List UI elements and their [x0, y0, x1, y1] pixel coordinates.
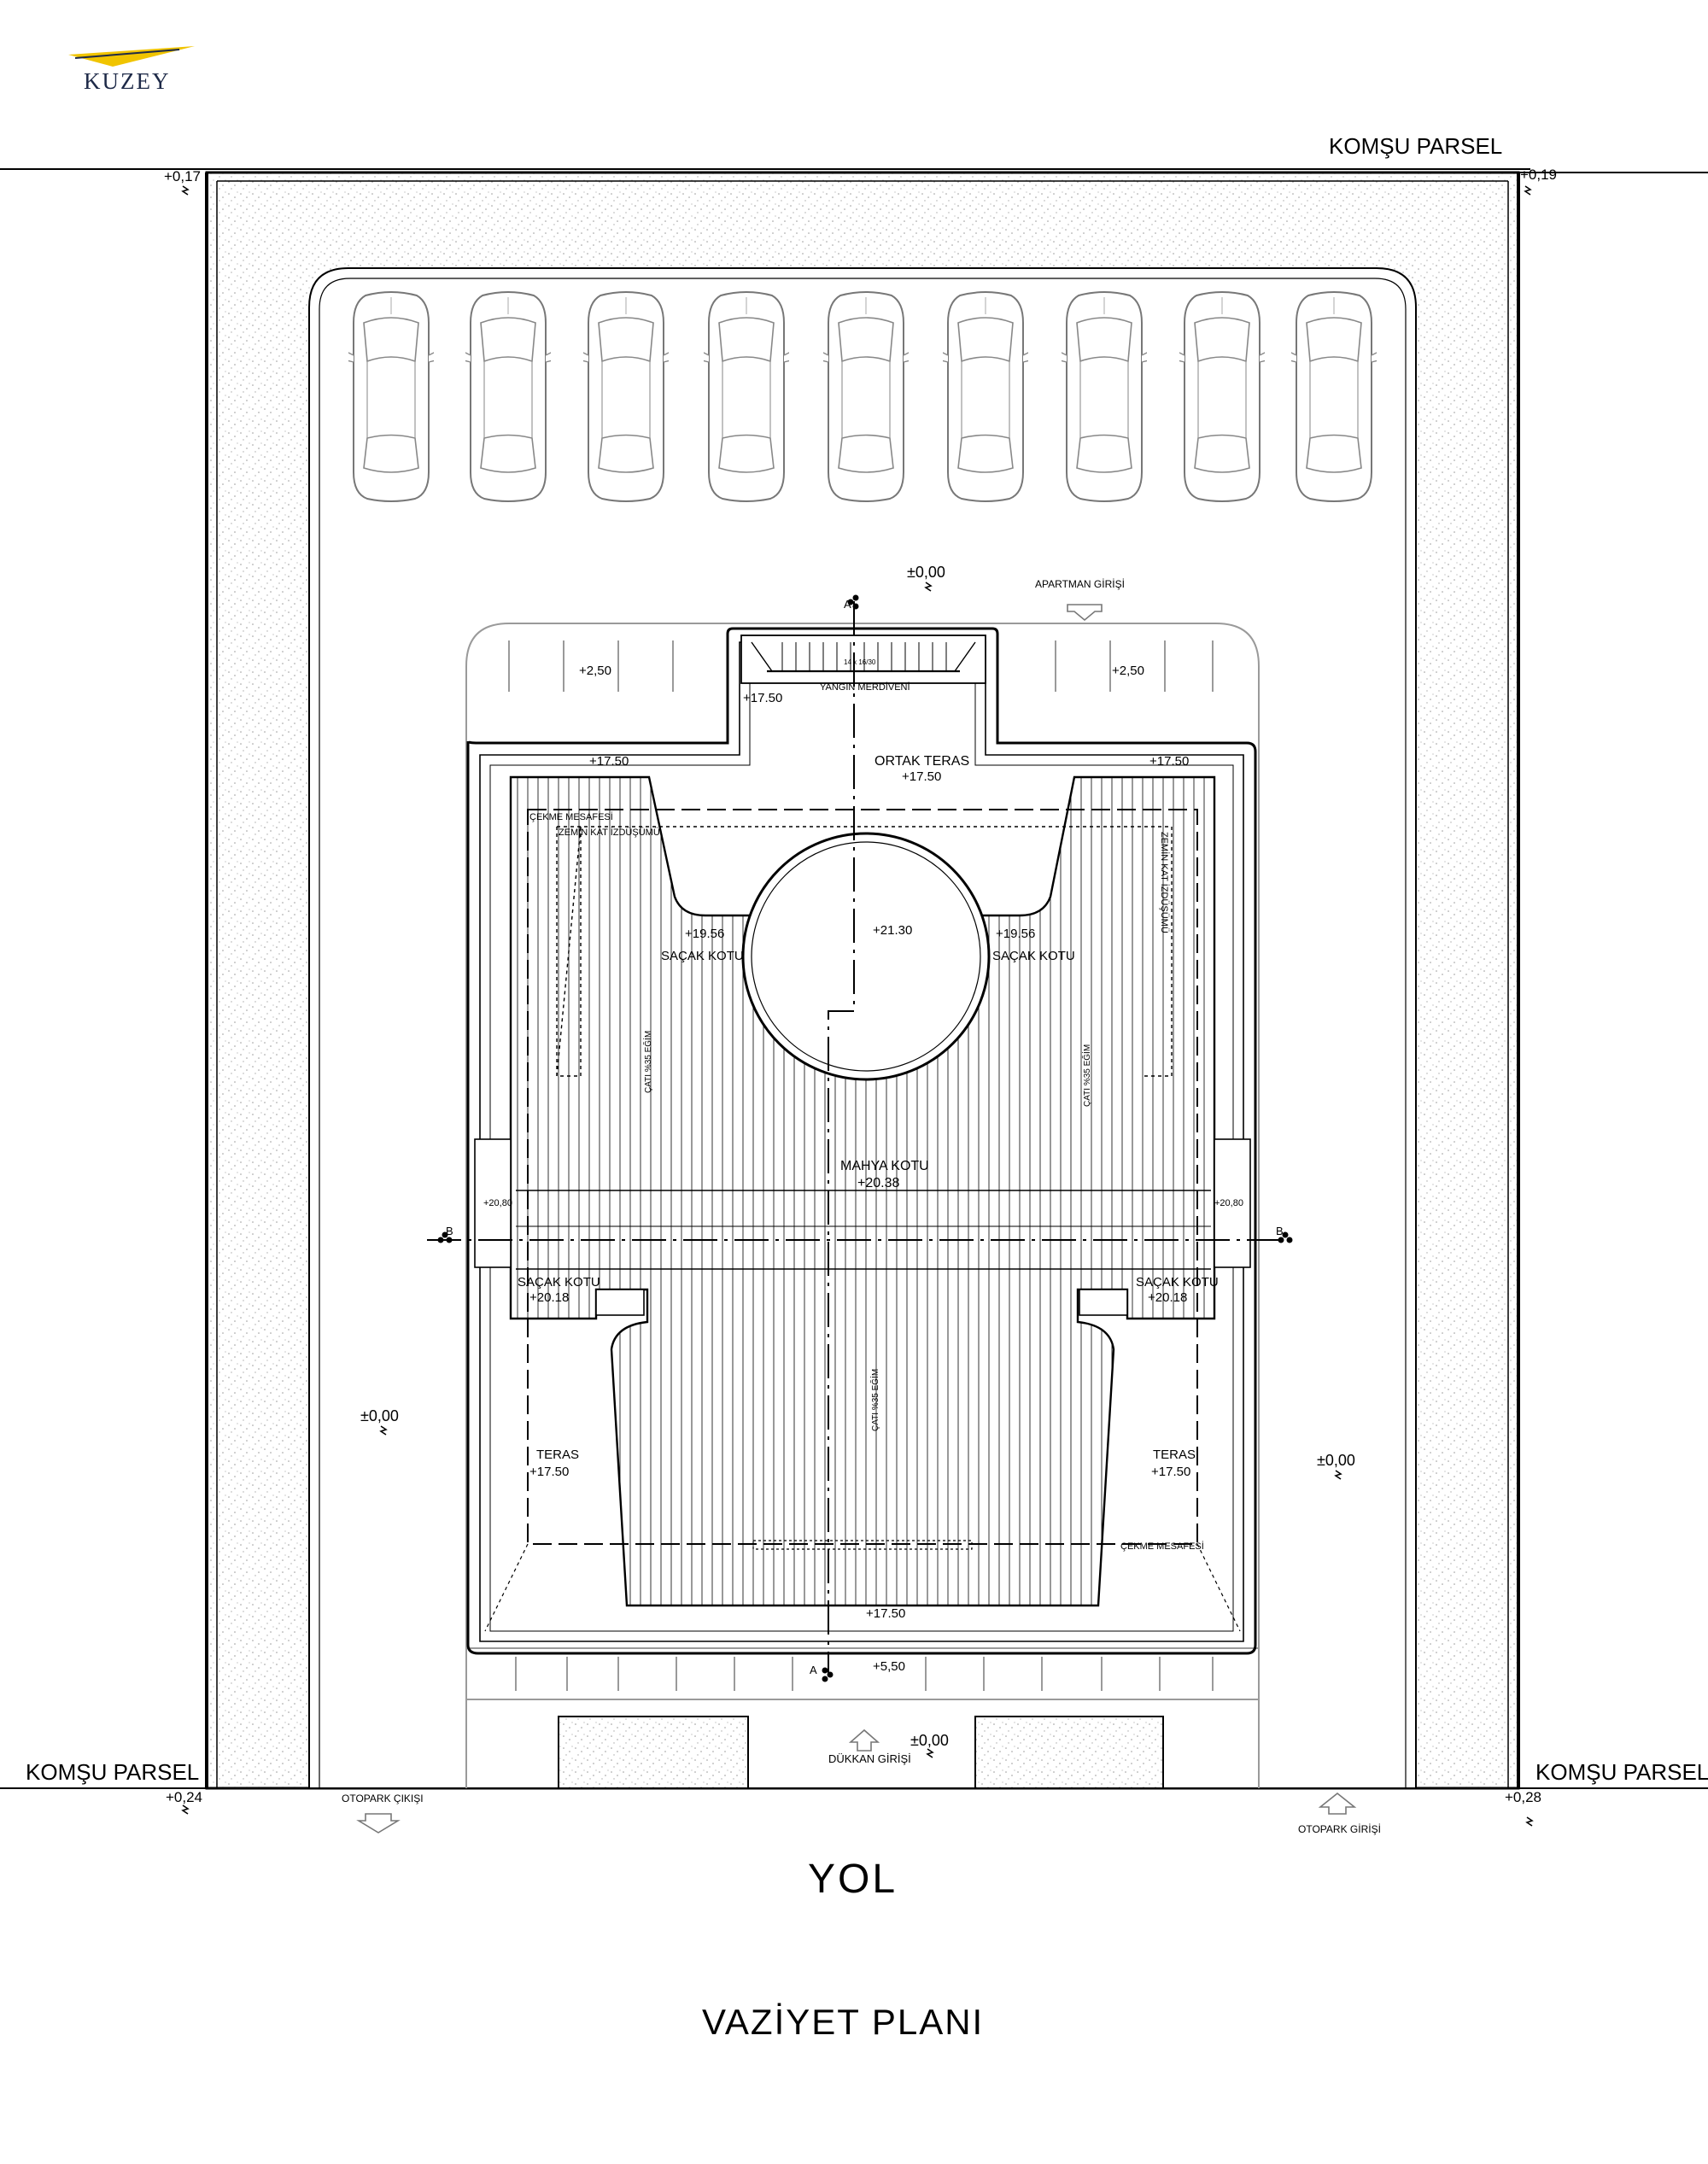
corner-level-nw: +0,17 — [164, 168, 201, 184]
common-terrace-label: ORTAK TERAS — [874, 754, 969, 769]
setback-label-south: ÇEKME MESAFESİ — [1120, 1541, 1204, 1552]
planter-left — [558, 1716, 749, 1789]
level-side-left: +20,80 — [483, 1198, 512, 1208]
car-icon — [1179, 291, 1265, 502]
ridge-label: MAHYA KOTU — [840, 1159, 929, 1173]
brand-logo: KUZEY — [68, 46, 195, 94]
eave-level-right-upper: +19.56 — [996, 927, 1035, 941]
terrace-label-left: TERAS — [536, 1448, 579, 1462]
planter-right — [974, 1716, 1164, 1789]
level-yard-east: ±0,00 — [1317, 1452, 1355, 1469]
eave-level-left-lower: +20.18 — [529, 1290, 569, 1305]
parking-cars — [348, 291, 1377, 502]
level-ramp-right: +2,50 — [1112, 664, 1144, 678]
level-stair-top: +17.50 — [743, 691, 782, 705]
level-ramp-left: +2,50 — [579, 664, 611, 678]
eave-label-right-upper: SAÇAK KOTU — [992, 949, 1075, 963]
eave-label-left-lower: SAÇAK KOTU — [518, 1275, 600, 1290]
road-label: YOL — [808, 1857, 898, 1902]
parking-entry-label: OTOPARK GİRİŞİ — [1298, 1823, 1381, 1835]
parcel-east-label: KOMŞU PARSEL — [1535, 1759, 1708, 1785]
parking-exit-label: OTOPARK ÇIKIŞI — [342, 1793, 424, 1804]
car-icon — [704, 291, 789, 502]
terrace-level-left: +17.50 — [529, 1465, 569, 1479]
plan-title: VAZİYET PLANI — [702, 2002, 984, 2042]
ground-projection-label-vertical: ZEMİN KAT İZDÜŞÜMÜ — [1159, 832, 1170, 933]
car-icon — [1062, 291, 1147, 502]
car-icon — [348, 291, 434, 502]
section-a-top: A — [844, 598, 851, 611]
roof-slope-label-right: ÇATI %35 EĞİM — [1081, 1044, 1092, 1107]
common-terrace-level: +17.50 — [902, 769, 941, 784]
corner-level-sw: +0,24 — [166, 1789, 202, 1805]
ground-projection-label: ZEMİN KAT İZDÜŞÜMÜ — [559, 827, 660, 838]
level-terrace-south: +17.50 — [866, 1606, 905, 1621]
terrace-label-right: TERAS — [1153, 1448, 1196, 1462]
parcel-north-label: KOMŞU PARSEL — [1329, 133, 1502, 159]
parcel-west-label: KOMŞU PARSEL — [26, 1759, 199, 1785]
section-b-left: B — [446, 1225, 453, 1237]
eave-label-right-lower: SAÇAK KOTU — [1136, 1275, 1219, 1290]
car-icon — [465, 291, 551, 502]
roof-slope-label-left: ÇATI %35 EĞİM — [642, 1031, 653, 1093]
brand-name: KUZEY — [84, 68, 170, 94]
fire-stair-label: YANGIN MERDİVENİ — [820, 681, 910, 693]
level-side-right: +20,80 — [1214, 1198, 1243, 1208]
level-yard-south: ±0,00 — [910, 1732, 949, 1749]
eave-label-left-upper: SAÇAK KOTU — [661, 949, 744, 963]
car-icon — [1291, 291, 1377, 502]
car-icon — [583, 291, 669, 502]
car-icon — [823, 291, 909, 502]
section-markers — [437, 594, 1293, 1682]
apartment-entry-arrow-icon — [1067, 604, 1103, 622]
shop-entry-arrow-icon — [848, 1728, 880, 1752]
stair-note: 14 x 16/30 — [844, 658, 876, 666]
corner-level-ne: +0,19 — [1520, 167, 1557, 183]
level-yard-north: ±0,00 — [907, 564, 945, 581]
eave-level-left-upper: +19.56 — [685, 927, 724, 941]
entry-arrows — [356, 604, 1357, 1834]
ground-outline — [465, 623, 1260, 1788]
level-yard-west: ±0,00 — [360, 1407, 399, 1424]
roof-slope-label-center: ÇATI %35 EĞİM — [869, 1369, 880, 1431]
level-terrace-ne: +17.50 — [1149, 754, 1189, 769]
terrace-level-right: +17.50 — [1151, 1465, 1190, 1479]
apartment-entry-label: APARTMAN GİRİŞİ — [1035, 578, 1125, 590]
car-icon — [943, 291, 1028, 502]
parking-entry-arrow-icon — [1318, 1792, 1357, 1815]
level-dome: +21.30 — [873, 923, 912, 938]
plan-annotations: KOMŞU PARSEL KOMŞU PARSEL KOMŞU PARSEL +… — [26, 133, 1708, 2042]
section-b-right: B — [1276, 1225, 1284, 1237]
setback-label-north: ÇEKME MESAFESİ — [529, 811, 613, 822]
eave-level-right-lower: +20.18 — [1148, 1290, 1187, 1305]
corner-level-se: +0,28 — [1505, 1789, 1541, 1805]
building-roof-plan — [427, 601, 1298, 1674]
level-south-strip: +5,50 — [873, 1659, 905, 1674]
ridge-level: +20.38 — [857, 1176, 899, 1190]
section-a-bottom: A — [810, 1664, 817, 1676]
fire-stair — [740, 635, 986, 684]
parking-exit-arrow-icon — [356, 1813, 401, 1834]
level-terrace-nw: +17.50 — [589, 754, 629, 769]
shop-entry-label: DÜKKAN GİRİŞİ — [828, 1752, 911, 1765]
